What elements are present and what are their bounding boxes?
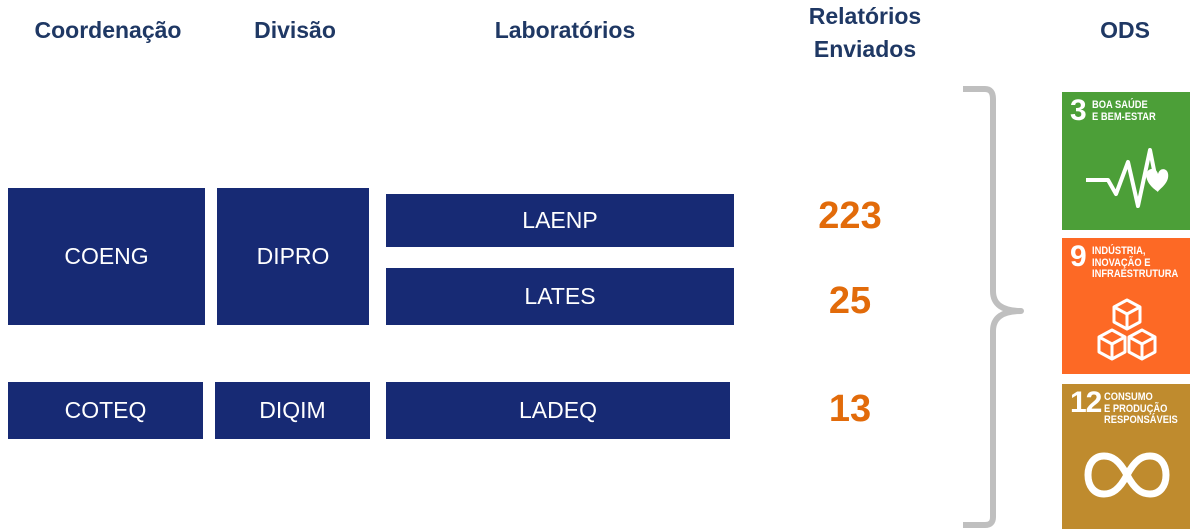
ods-card-3: 3 BOA SAÚDE E BEM-ESTAR <box>1062 92 1190 230</box>
ods-title: CONSUMO E PRODUÇÃO RESPONSÁVEIS <box>1104 391 1178 427</box>
header-coordenacao: Coordenação <box>34 17 182 43</box>
header-relatorios-line2: Enviados <box>813 36 917 63</box>
count-ladeq: 13 <box>828 388 872 430</box>
ods-number: 12 <box>1070 386 1102 419</box>
ods-number: 9 <box>1070 240 1087 273</box>
header-relatorios-line1: Relatórios <box>808 3 922 29</box>
ods-number: 3 <box>1070 94 1087 127</box>
header-ods: ODS <box>1100 17 1150 43</box>
divisao-diqim: DIQIM <box>215 382 370 439</box>
count-lates: 25 <box>828 280 872 322</box>
lab-laenp: LAENP <box>386 194 734 247</box>
ods-title: INDÚSTRIA, INOVAÇÃO E INFRAESTRUTURA <box>1092 245 1179 281</box>
coordenacao-coeng: COENG <box>8 188 205 325</box>
infinity-icon <box>1084 452 1170 498</box>
count-laenp: 223 <box>818 195 882 237</box>
lab-ladeq: LADEQ <box>386 382 730 439</box>
brace-path <box>963 86 1024 528</box>
heartbeat-icon <box>1086 148 1169 208</box>
header-laboratorios: Laboratórios <box>494 17 636 43</box>
divisao-dipro: DIPRO <box>217 188 369 325</box>
lab-lates: LATES <box>386 268 734 325</box>
ods-card-9: 9 INDÚSTRIA, INOVAÇÃO E INFRAESTRUTURA <box>1062 238 1190 374</box>
header-relatorios: Relatórios Enviados <box>770 0 960 67</box>
cubes-icon <box>1097 298 1157 361</box>
ods-card-12: 12 CONSUMO E PRODUÇÃO RESPONSÁVEIS <box>1062 384 1190 529</box>
grouping-brace <box>963 86 1024 528</box>
coordenacao-coteq: COTEQ <box>8 382 203 439</box>
ods-title: BOA SAÚDE E BEM-ESTAR <box>1092 99 1156 123</box>
header-divisao: Divisão <box>254 17 336 43</box>
